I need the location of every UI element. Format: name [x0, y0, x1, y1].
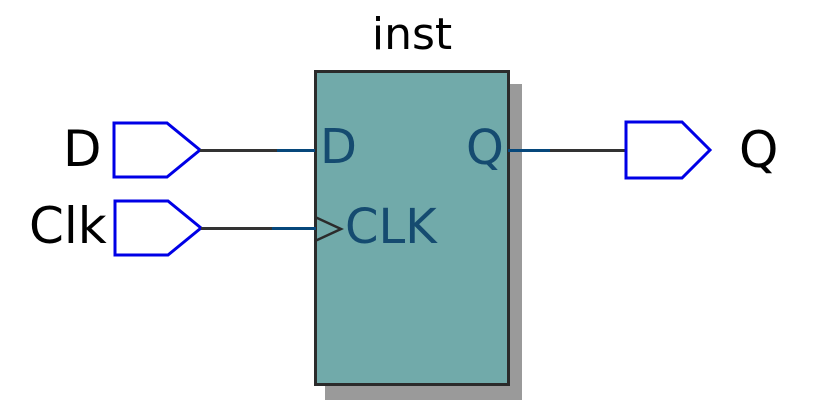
port-stub-d[interactable]	[277, 149, 315, 152]
net-wire-d[interactable]	[200, 149, 277, 152]
net-wire-q[interactable]	[550, 149, 628, 152]
block-port-label-q: Q	[466, 120, 504, 176]
output-pin-label-q: Q	[739, 121, 779, 179]
input-pin-icon-clk[interactable]	[113, 199, 205, 257]
input-pin-icon-d[interactable]	[112, 121, 204, 179]
block-port-label-clk: CLK	[345, 199, 437, 255]
port-stub-clk[interactable]	[272, 227, 316, 230]
net-wire-clk[interactable]	[201, 227, 272, 230]
block-port-label-d: D	[320, 119, 357, 175]
clock-edge-icon	[314, 215, 344, 243]
instance-name-label: inst	[371, 9, 453, 60]
port-stub-q[interactable]	[508, 149, 550, 152]
input-pin-label-d: D	[63, 120, 102, 178]
module-block[interactable]	[314, 70, 510, 386]
input-pin-label-clk: Clk	[29, 197, 107, 255]
output-pin-icon-q[interactable]	[624, 120, 716, 180]
